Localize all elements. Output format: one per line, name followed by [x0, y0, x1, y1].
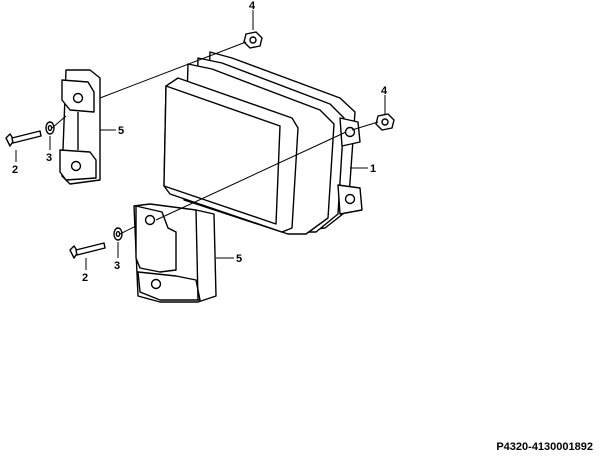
nut-right: [375, 113, 395, 131]
callout-3-upper-washer: 3: [46, 152, 52, 164]
control-unit-housing: [163, 51, 363, 235]
callout-4-top-nut: 4: [249, 0, 256, 12]
lower-mounting-bracket: [133, 203, 217, 303]
washer-lower: [113, 227, 123, 241]
washer-upper: [45, 121, 55, 135]
nut-top: [243, 31, 263, 49]
callout-3-lower-washer: 3: [114, 260, 120, 272]
callout-5-lower-bracket: 5: [236, 253, 242, 265]
assembly-lines: [51, 41, 379, 235]
upper-mounting-bracket: [59, 69, 101, 185]
callout-2-upper-bolt: 2: [12, 164, 18, 176]
callout-2-lower-bolt: 2: [82, 272, 88, 284]
bolt-lower: [69, 242, 106, 259]
callout-5-upper-bracket: 5: [118, 125, 124, 137]
leader-lines: [15, 10, 386, 270]
drawing-code: P4320-4130001892: [496, 441, 593, 453]
bolt-upper: [5, 130, 42, 147]
callout-1-control-unit: 1: [370, 163, 376, 175]
callout-4-right-nut: 4: [381, 85, 388, 97]
